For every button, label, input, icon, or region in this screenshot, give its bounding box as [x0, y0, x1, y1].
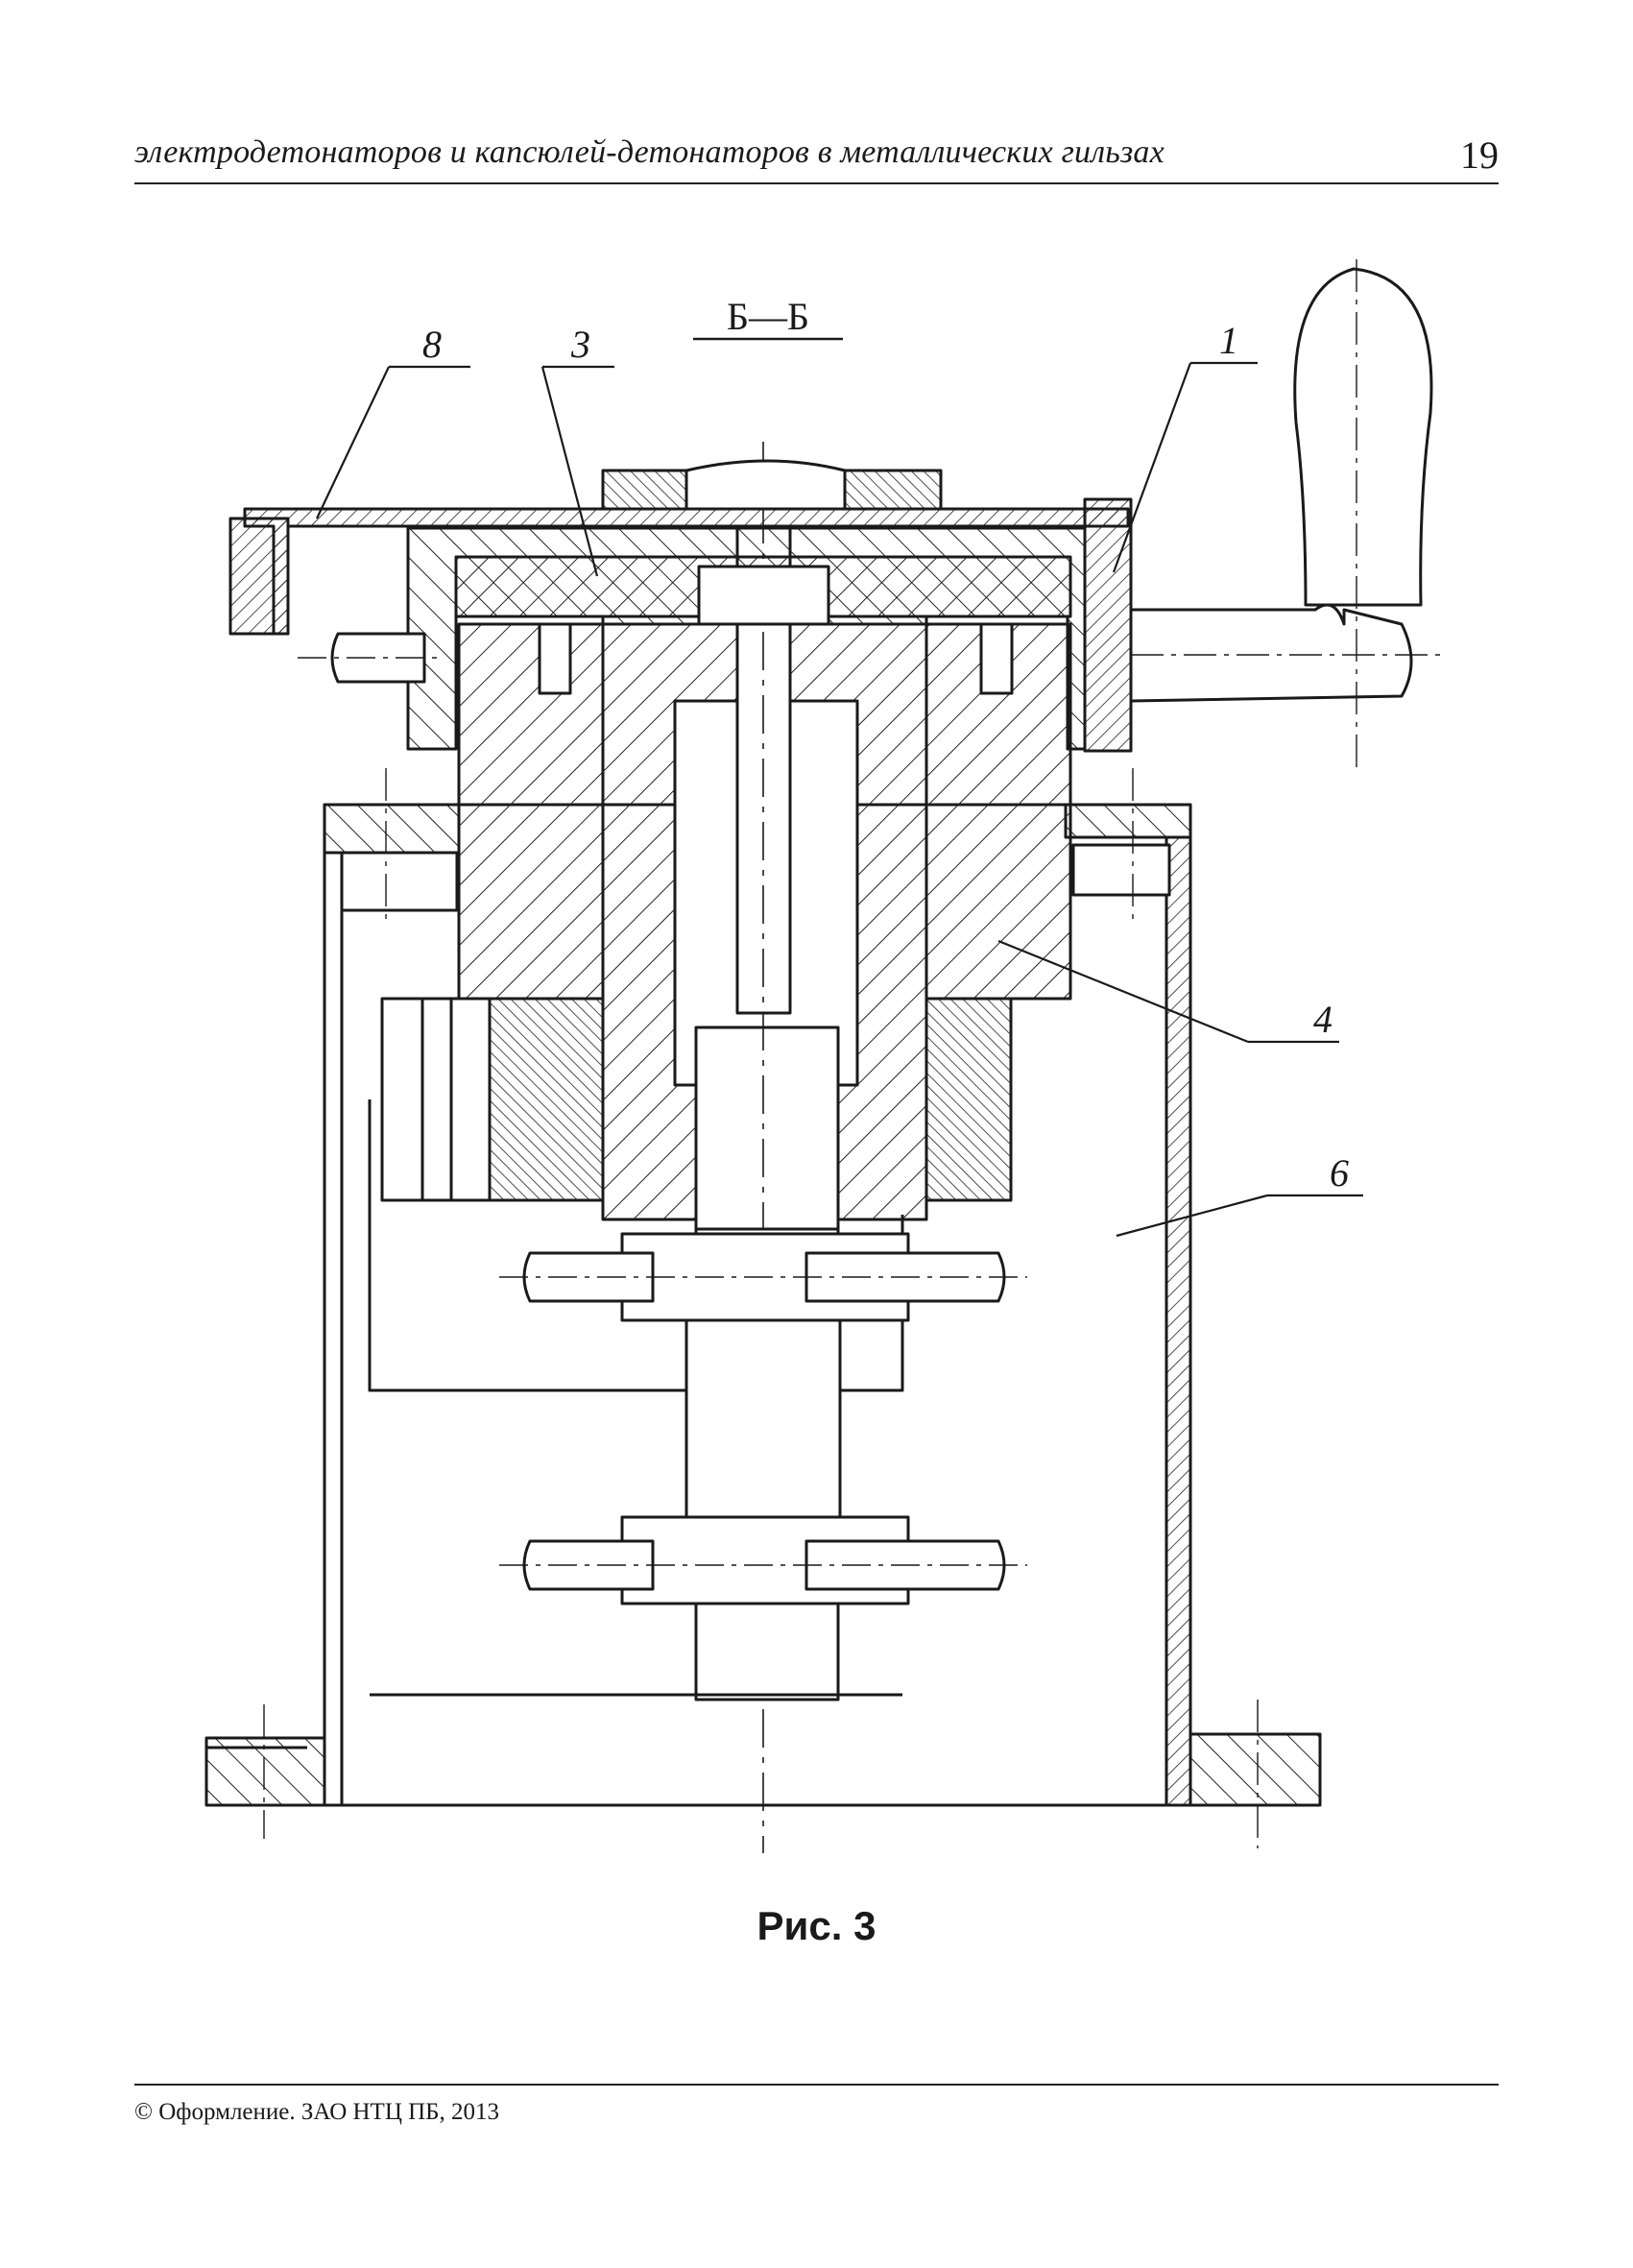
callout-leaders — [316, 361, 1363, 1238]
lower-shaft — [370, 1227, 1027, 1701]
callout-1: 1 — [1219, 319, 1238, 362]
callout-3: 3 — [570, 323, 590, 366]
footer-rule — [134, 2084, 1499, 2086]
left-pin — [298, 632, 442, 684]
section-label: Б—Б — [727, 295, 809, 338]
figure-caption: Рис. 3 — [756, 1903, 877, 1948]
page-number: 19 — [1460, 133, 1499, 177]
rotor-4 — [380, 622, 1072, 1202]
running-header: электродетонаторов и капсюлей-детонаторо… — [134, 134, 1165, 170]
callout-8: 8 — [422, 323, 442, 366]
callout-6: 6 — [1330, 1151, 1349, 1194]
crank-handle-1 — [1129, 259, 1440, 768]
footer-copyright: © Оформление. ЗАО НТЦ ПБ, 2013 — [134, 2099, 500, 2125]
housing-6 — [204, 803, 1322, 1807]
bolt-centerlines — [263, 768, 1259, 1848]
callout-4: 4 — [1313, 998, 1333, 1041]
holder-3 — [601, 442, 928, 1853]
header-rule — [134, 182, 1499, 184]
